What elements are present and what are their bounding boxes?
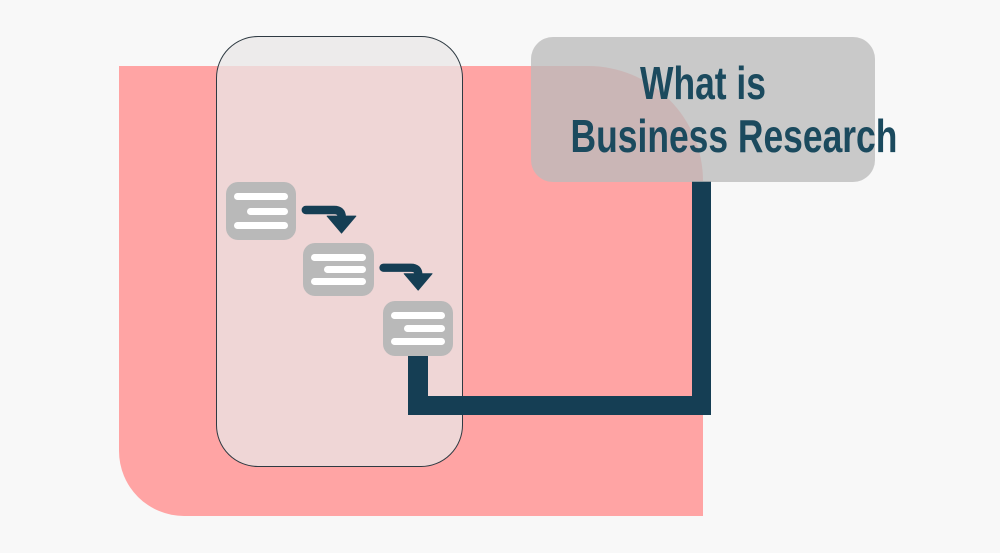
curved-arrow-down-icon <box>378 259 433 292</box>
flow-card-3 <box>383 301 453 356</box>
title-card: What is Business Research <box>531 37 898 182</box>
connector-line-horizontal <box>408 396 711 415</box>
card-text-line <box>234 193 288 200</box>
card-text-line <box>234 222 288 229</box>
title-line-2: Business Research <box>570 109 898 162</box>
curved-arrow-down-icon <box>300 201 357 235</box>
card-text-line <box>324 266 366 273</box>
card-text-line <box>391 312 445 319</box>
flow-card-2 <box>303 243 374 296</box>
card-text-line <box>311 254 366 261</box>
flow-card-1 <box>226 182 296 240</box>
card-text-line <box>247 207 288 215</box>
card-text-line <box>391 338 445 345</box>
title-line-1: What is <box>640 56 766 109</box>
connector-line-vertical <box>692 181 711 415</box>
card-text-line <box>404 325 445 332</box>
card-text-line <box>311 278 366 285</box>
